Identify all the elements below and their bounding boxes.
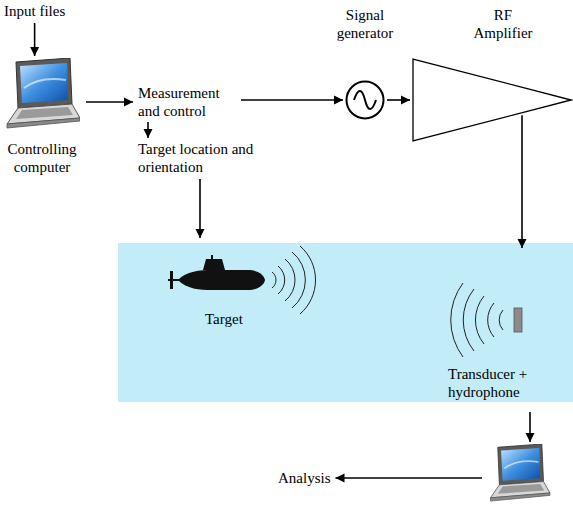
laptop-icon	[490, 444, 550, 501]
reflected-waves	[272, 246, 316, 314]
arrow-connector	[241, 96, 343, 105]
transducer-element	[514, 308, 522, 332]
arrow-connector	[30, 23, 39, 56]
water-region	[118, 243, 573, 402]
signal-generator-node: Signal generator	[326, 6, 404, 122]
target-node: Target	[165, 240, 275, 340]
node-label: Target location and orientation	[138, 140, 266, 176]
emitted-waves	[451, 283, 503, 357]
node-label: RF Amplifier	[463, 6, 543, 42]
node-label: Controlling computer	[0, 140, 84, 176]
amplifier-node: RF Amplifier	[405, 6, 573, 138]
transducer-node: Transducer + hydrophone	[440, 250, 573, 410]
node-label: Input files	[4, 2, 65, 20]
arrow-connector	[518, 115, 527, 248]
node-label: Target	[205, 310, 275, 328]
submarine-silhouette	[168, 255, 265, 290]
text-node: Analysis	[278, 469, 368, 487]
arrow-connector	[196, 179, 205, 238]
text-node: Target location and orientation	[138, 140, 266, 176]
node-label: Measurement and control	[138, 84, 236, 120]
node-label: Analysis	[278, 469, 331, 487]
amplifier-triangle	[412, 58, 572, 142]
laptop-icon	[7, 58, 80, 128]
arrow-connector	[336, 412, 535, 483]
arrow-connector	[144, 122, 153, 138]
computer-node: Controlling computer	[0, 58, 84, 180]
signal-generator-symbol	[345, 80, 385, 120]
node-label: Signal generator	[326, 6, 404, 42]
arrow-connector	[387, 96, 410, 105]
arrow-connector	[86, 98, 133, 107]
node-label: Transducer + hydrophone	[448, 365, 573, 401]
text-node: Input files	[4, 2, 94, 20]
text-node: Measurement and control	[138, 84, 236, 120]
